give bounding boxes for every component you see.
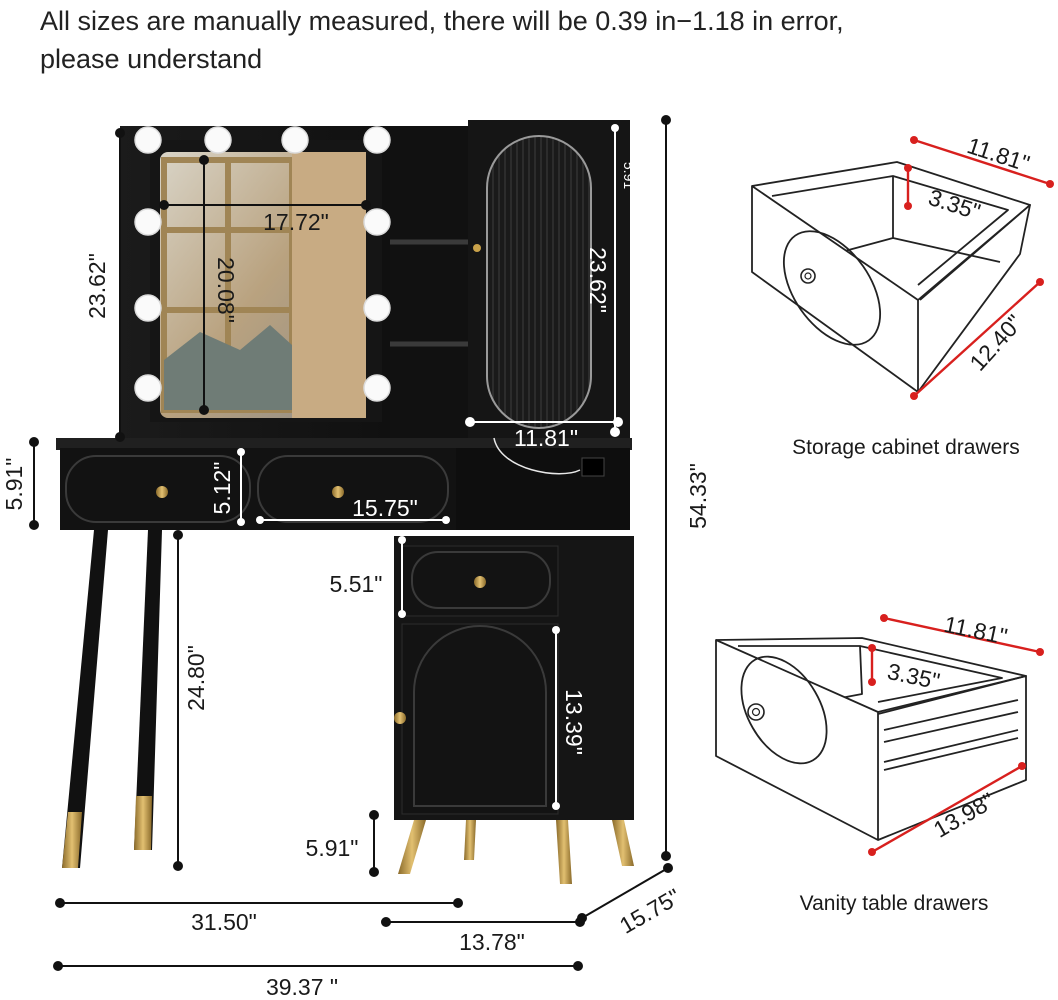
cabinet-leg [612,820,634,866]
bulb [204,126,232,154]
drawer-left [65,455,251,523]
vanity-furniture [56,120,634,884]
bulb [134,374,162,402]
mirror-reflection-curtain [292,152,366,418]
drawer-right [257,455,449,523]
table-leg [134,530,162,850]
open-shelf-unit [390,126,470,444]
mirror-frame-height-label: 23.62" [84,253,110,319]
door-height-label: 13.39" [561,689,587,755]
storage-drawer-height-label: 3.35" [925,184,983,225]
vanity-drawer-dimensions: 11.81" 3.35" 13.98" Vanity table drawers [800,611,1044,915]
drawer-knob [156,486,168,498]
notice-line-1: All sizes are manually measured, there w… [40,6,844,36]
table-leg [62,530,108,868]
table-leg-tip [62,812,82,868]
bulb [134,294,162,322]
bulb [363,208,391,236]
lower-cabinet-door [401,623,559,815]
storage-drawer-width-label: 11.81" [964,132,1033,177]
tabletop-thickness-label: 5.91" [1,458,27,511]
vanity-drawer-illustration [715,637,1027,841]
cabinet-height-label: 23.62" [585,247,611,313]
table-width-label: 31.50" [191,909,257,935]
bulb [134,126,162,154]
bulb [134,208,162,236]
cabinet-leg-height-label: 5.91" [306,835,359,861]
table-leg-tip [134,796,152,850]
door-arch [413,625,547,807]
power-outlet [581,457,605,477]
mirror-width-label: 17.72" [263,209,329,235]
cabinet-leg [398,820,426,874]
vanity-drawer-caption: Vanity table drawers [800,892,989,915]
bulb [281,126,309,154]
drawer-knob [332,486,344,498]
bulb [363,374,391,402]
top-gap-label: 5.91" [621,162,637,194]
bulb [363,294,391,322]
notice-line-2: please understand [40,44,263,74]
drawer-height-label: 5.12" [209,462,235,515]
mirror-reflection-mountain [164,325,292,410]
upper-cabinet-knob [473,244,481,252]
cabinet-leg [556,820,572,884]
cabinet-leg [464,820,476,860]
lower-drawer-height-label: 5.51" [330,571,383,597]
mirror-light-bulbs [134,126,391,402]
bulb [363,126,391,154]
door-knob [394,712,406,724]
cabinet-base-width-label: 13.78" [459,929,525,955]
mirror-height-label: 20.08" [213,257,239,323]
table-top [56,438,632,450]
cabinet-width-label: 11.81" [514,425,578,451]
storage-drawer-caption: Storage cabinet drawers [792,436,1020,459]
lower-drawer-knob [474,576,486,588]
vanity-drawer-width-label: 11.81" [942,611,1010,650]
leg-height-label: 24.80" [183,645,209,711]
lower-cabinet-drawer [401,545,559,617]
total-width-label: 39.37 " [266,974,338,1000]
measurement-notice: All sizes are manually measured, there w… [40,2,844,78]
upper-cabinet-fluted-glass [486,135,592,429]
vanity-drawer-depth-label: 13.98" [929,787,999,842]
drawer-width-label: 15.75" [352,495,418,521]
power-cord [493,437,581,475]
total-height-label: 54.33" [685,463,711,529]
